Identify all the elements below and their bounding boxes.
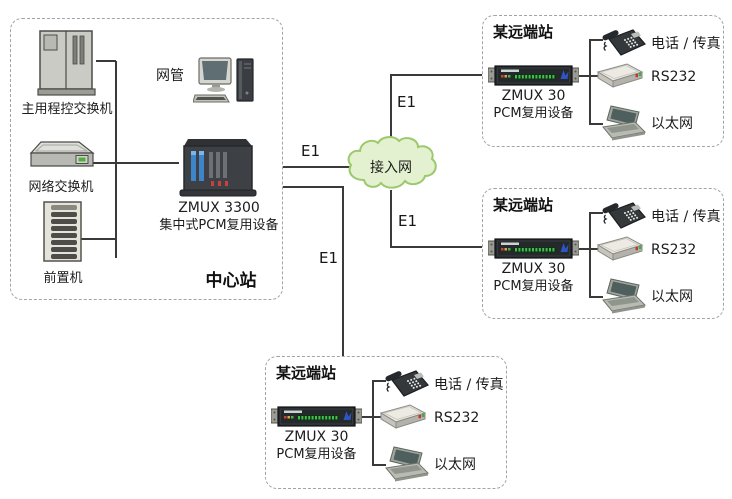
connector-line — [578, 248, 598, 250]
e1-label: E1 — [301, 142, 321, 160]
e1-line-center-to-south-h — [281, 186, 344, 188]
e1-line-cloud-to-north-v — [390, 74, 392, 140]
phone-fax-label: 电话 / 传真 — [651, 209, 721, 225]
phone-fax-label: 电话 / 传真 — [651, 36, 721, 52]
front-end-server-icon — [43, 201, 83, 263]
zmux-30-desc: PCM复用设备 — [493, 279, 574, 294]
connector-line — [589, 212, 603, 214]
ethernet-label: 以太网 — [651, 116, 693, 132]
zmux-30-icon — [488, 65, 579, 86]
e1-label: E1 — [398, 212, 418, 230]
e1-line-cloud-to-north-h — [390, 74, 488, 76]
connector-line — [115, 61, 117, 258]
access-network-cloud — [344, 134, 438, 194]
e1-label: E1 — [319, 249, 339, 267]
zmux-30-name: ZMUX 30 — [284, 429, 349, 445]
rs232-label: RS232 — [651, 69, 697, 85]
rs232-modem-icon — [593, 63, 645, 90]
e1-line-center-to-south-v — [342, 186, 344, 356]
network-switch-label: 网络交换机 — [28, 180, 94, 195]
zmux-30-icon — [271, 406, 362, 427]
connector-line — [589, 123, 603, 125]
connector-line — [589, 296, 603, 298]
front-end-label: 前置机 — [43, 271, 83, 286]
rs232-modem-icon — [376, 404, 428, 431]
center-station-box: 主用程控交换机 网管 网络交换机 前置机 ZMUX 3300 集中式PCM复用设… — [10, 18, 283, 300]
remote-station-title: 某远端站 — [493, 196, 554, 214]
pbx-label: 主用程控交换机 — [21, 102, 113, 117]
pbx-cabinet-icon — [37, 29, 99, 97]
e1-line-cloud-to-east-h — [390, 246, 488, 248]
connector-line — [96, 60, 116, 62]
connector-line — [81, 238, 116, 240]
phone-fax-icon — [601, 200, 647, 234]
network-switch-icon — [29, 141, 95, 171]
zmux-30-desc: PCM复用设备 — [276, 447, 357, 462]
laptop-ethernet-icon — [599, 105, 647, 141]
ethernet-label: 以太网 — [651, 289, 693, 305]
connector-line — [589, 39, 603, 41]
rs232-label: RS232 — [434, 410, 480, 426]
connector-line — [372, 380, 374, 466]
remote-station-title: 某远端站 — [276, 364, 337, 382]
e1-line-cloud-to-east-v — [390, 190, 392, 248]
zmux-3300-name: ZMUX 3300 — [178, 200, 260, 216]
connector-line — [372, 380, 386, 382]
remote-station-box-1: 某远端站 ZMUX 30 PCM复用设备 电话 / 传真 RS232 以太网 — [482, 15, 724, 147]
zmux-30-name: ZMUX 30 — [501, 261, 566, 277]
zmux-3300-icon — [178, 139, 258, 199]
laptop-ethernet-icon — [382, 446, 430, 482]
remote-station-title: 某远端站 — [493, 23, 554, 41]
rs232-label: RS232 — [651, 242, 697, 258]
nms-computer-icon — [193, 57, 255, 105]
phone-fax-icon — [384, 368, 430, 402]
zmux-30-name: ZMUX 30 — [501, 88, 566, 104]
nms-label: 网管 — [156, 68, 184, 84]
laptop-ethernet-icon — [599, 278, 647, 314]
e1-line-center-to-cloud — [281, 166, 350, 168]
remote-station-box-3: 某远端站 ZMUX 30 PCM复用设备 电话 / 传真 RS232 以太网 — [265, 356, 507, 489]
connector-line — [93, 162, 179, 164]
connector-line — [589, 39, 591, 125]
zmux-30-icon — [488, 238, 579, 259]
connector-line — [589, 212, 591, 298]
connector-line — [361, 416, 381, 418]
phone-fax-icon — [601, 27, 647, 61]
e1-label: E1 — [397, 93, 417, 111]
zmux-30-desc: PCM复用设备 — [493, 106, 574, 121]
zmux-3300-desc: 集中式PCM复用设备 — [159, 218, 279, 233]
connector-line — [578, 75, 598, 77]
connector-line — [372, 464, 386, 466]
rs232-modem-icon — [593, 236, 645, 263]
center-station-title: 中心站 — [205, 271, 257, 291]
cloud-label: 接入网 — [370, 160, 412, 176]
remote-station-box-2: 某远端站 ZMUX 30 PCM复用设备 电话 / 传真 RS232 以太网 — [482, 188, 724, 319]
ethernet-label: 以太网 — [434, 457, 476, 473]
phone-fax-label: 电话 / 传真 — [434, 377, 504, 393]
